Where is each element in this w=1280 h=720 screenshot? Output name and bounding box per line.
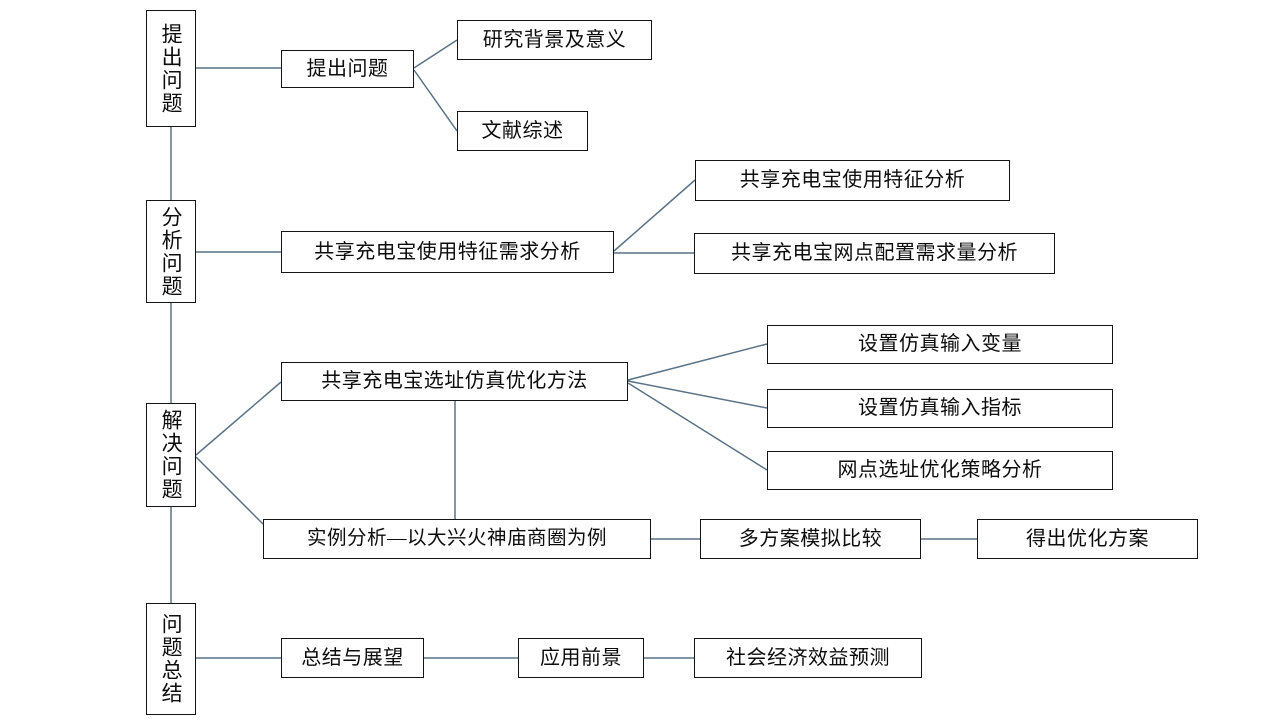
node-site-strategy-analysis[interactable]: 网点选址优化策略分析 bbox=[767, 451, 1113, 490]
node-label: 应用前景 bbox=[540, 646, 622, 669]
stage-label: 解决问题 bbox=[159, 409, 184, 501]
connector-method-variables bbox=[627, 343, 768, 381]
node-label: 网点选址优化策略分析 bbox=[837, 459, 1043, 481]
node-summary-outlook[interactable]: 总结与展望 bbox=[281, 638, 424, 678]
connector-raise-literature bbox=[413, 69, 458, 132]
node-application-prospect[interactable]: 应用前景 bbox=[518, 638, 644, 678]
node-scheme-comparison[interactable]: 多方案模拟比较 bbox=[700, 519, 921, 559]
node-label: 研究背景及意义 bbox=[482, 28, 627, 51]
connector-demand-usage bbox=[613, 179, 696, 252]
stage-label: 分析问题 bbox=[159, 205, 184, 298]
connector-method-indicators bbox=[627, 380, 768, 409]
connector-method-strategy bbox=[627, 382, 768, 471]
connector-stage3-method bbox=[195, 381, 282, 456]
node-site-demand-analysis[interactable]: 共享充电宝网点配置需求量分析 bbox=[694, 233, 1055, 274]
node-set-input-indicators[interactable]: 设置仿真输入指标 bbox=[767, 389, 1113, 428]
node-label: 共享充电宝网点配置需求量分析 bbox=[731, 242, 1018, 264]
node-label: 设置仿真输入指标 bbox=[858, 397, 1022, 419]
node-label: 总结与展望 bbox=[301, 646, 404, 669]
node-label: 社会经济效益预测 bbox=[726, 646, 890, 669]
node-simulation-method[interactable]: 共享充电宝选址仿真优化方法 bbox=[281, 362, 628, 401]
stage-label: 问题总结 bbox=[159, 613, 184, 705]
node-label: 文献综述 bbox=[481, 119, 564, 142]
node-raise-problem[interactable]: 提出问题 bbox=[281, 50, 414, 88]
node-demand-analysis[interactable]: 共享充电宝使用特征需求分析 bbox=[281, 231, 614, 273]
connector-stage3-case bbox=[195, 456, 264, 525]
connector-raise-background bbox=[413, 39, 458, 69]
node-label: 提出问题 bbox=[306, 57, 389, 80]
node-research-background[interactable]: 研究背景及意义 bbox=[457, 20, 652, 60]
node-label: 得出优化方案 bbox=[1026, 527, 1149, 550]
stage-box-summarize-problem[interactable]: 问题总结 bbox=[146, 603, 196, 715]
node-label: 共享充电宝选址仿真优化方法 bbox=[321, 370, 588, 392]
stage-box-solve-problem[interactable]: 解决问题 bbox=[146, 403, 196, 507]
node-literature-review[interactable]: 文献综述 bbox=[457, 111, 588, 151]
stage-box-raise-problem[interactable]: 提出问题 bbox=[146, 10, 196, 127]
node-optimized-scheme[interactable]: 得出优化方案 bbox=[977, 519, 1198, 559]
node-case-study[interactable]: 实例分析—以大兴火神庙商圈为例 bbox=[263, 519, 651, 559]
stage-box-analyze-problem[interactable]: 分析问题 bbox=[146, 200, 196, 303]
node-label: 设置仿真输入变量 bbox=[858, 333, 1022, 355]
node-set-input-variables[interactable]: 设置仿真输入变量 bbox=[767, 325, 1113, 364]
node-usage-feature-analysis[interactable]: 共享充电宝使用特征分析 bbox=[695, 160, 1010, 201]
node-label: 实例分析—以大兴火神庙商圈为例 bbox=[306, 527, 607, 549]
node-label: 多方案模拟比较 bbox=[738, 527, 883, 550]
node-benefit-forecast[interactable]: 社会经济效益预测 bbox=[694, 638, 922, 678]
node-label: 共享充电宝使用特征需求分析 bbox=[314, 240, 581, 263]
stage-label: 提出问题 bbox=[159, 22, 184, 115]
node-label: 共享充电宝使用特征分析 bbox=[739, 169, 966, 191]
